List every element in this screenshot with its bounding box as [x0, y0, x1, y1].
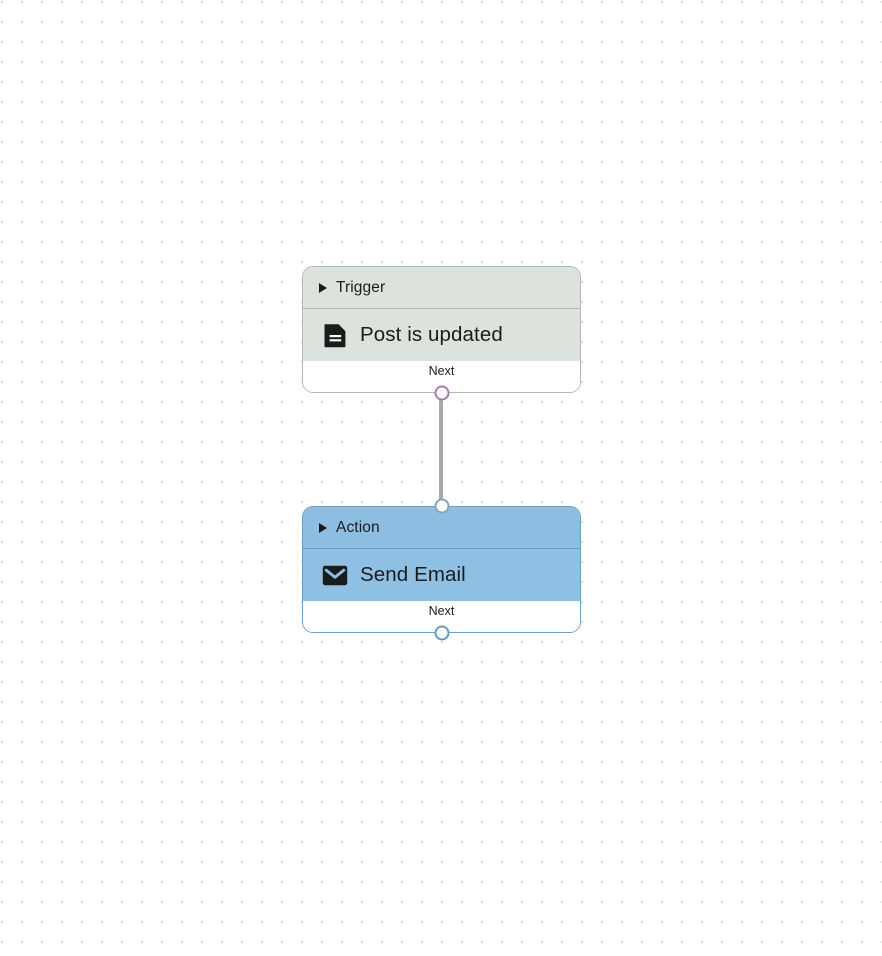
- document-icon: [322, 322, 348, 348]
- node-content-action[interactable]: Send Email: [303, 548, 580, 601]
- node-kind-label: Trigger: [336, 278, 386, 296]
- node-kind-label: Action: [336, 518, 380, 536]
- chevron-right-icon[interactable]: [319, 282, 327, 293]
- node-content-trigger[interactable]: Post is updated: [303, 308, 580, 361]
- workflow-node-action[interactable]: Action Send Email Next: [302, 498, 581, 641]
- output-port-action[interactable]: [434, 625, 449, 641]
- workflow-node-trigger[interactable]: Trigger Post is updated Next: [302, 266, 581, 401]
- input-port-action[interactable]: [434, 498, 449, 514]
- output-port-trigger[interactable]: [434, 385, 449, 401]
- node-output-label: Next: [428, 364, 455, 378]
- node-footer-action[interactable]: Next: [303, 601, 580, 632]
- node-title: Post is updated: [360, 322, 503, 346]
- node-output-label: Next: [428, 604, 455, 618]
- node-header-action[interactable]: Action: [303, 507, 580, 548]
- envelope-icon: [322, 562, 348, 588]
- node-body-container: Action Send Email Next: [302, 506, 581, 633]
- node-title: Send Email: [360, 562, 466, 586]
- chevron-right-icon[interactable]: [319, 522, 327, 533]
- node-body-container: Trigger Post is updated Next: [302, 266, 581, 393]
- node-footer-trigger[interactable]: Next: [303, 361, 580, 392]
- node-header-trigger[interactable]: Trigger: [303, 267, 580, 308]
